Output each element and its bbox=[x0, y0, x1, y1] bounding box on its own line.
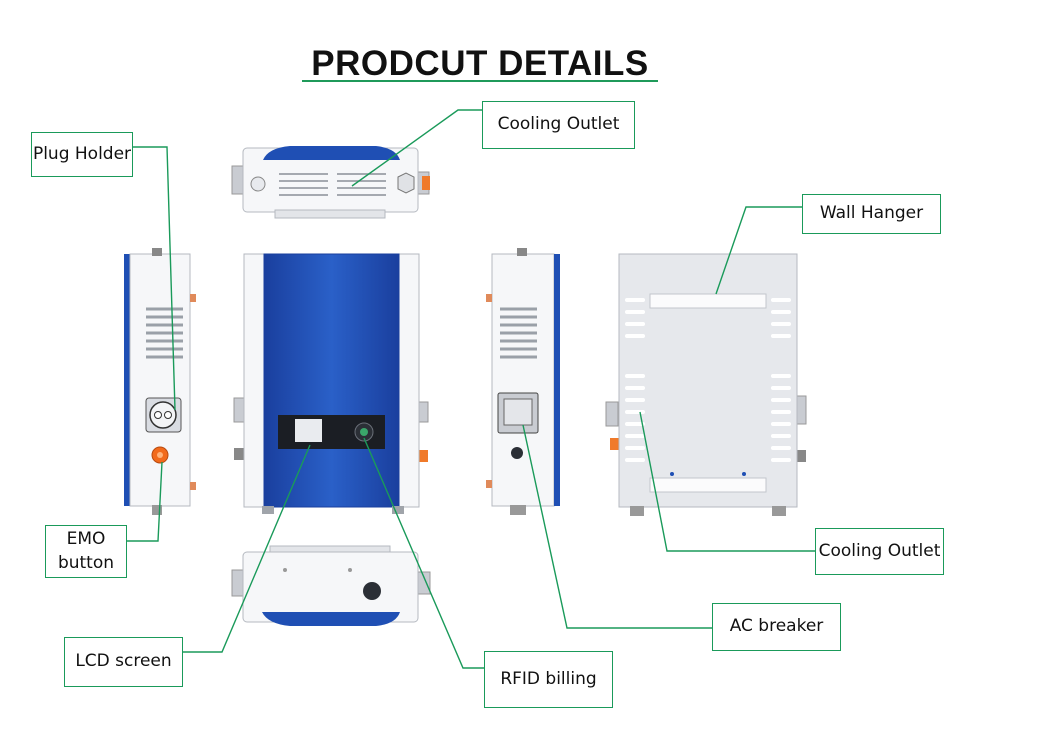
callout-rfid-billing: RFID billing bbox=[484, 651, 613, 708]
leader-wall-hanger bbox=[715, 206, 802, 295]
callout-ac-breaker: AC breaker bbox=[712, 603, 841, 651]
callout-rfid-billing-text: RFID billing bbox=[500, 668, 597, 689]
callout-lcd-screen: LCD screen bbox=[64, 637, 183, 687]
callout-cooling-outlet-right-text: Cooling Outlet bbox=[818, 540, 941, 561]
back-view bbox=[605, 253, 807, 516]
left-side-view bbox=[124, 248, 196, 515]
callout-wall-hanger-text: Wall Hanger bbox=[819, 203, 924, 224]
leader-cooling-outlet-right bbox=[639, 411, 816, 552]
right-side-view bbox=[486, 248, 560, 515]
callout-ac-breaker-text: AC breaker bbox=[729, 616, 824, 637]
callout-plug-holder: Plug Holder bbox=[31, 132, 133, 177]
leader-emo-button bbox=[127, 461, 163, 542]
leader-lines bbox=[127, 109, 816, 669]
leader-rfid-billing bbox=[363, 437, 485, 669]
callout-emo-button: EMO button bbox=[45, 525, 127, 578]
bottom-view bbox=[231, 545, 431, 626]
leader-plug-holder bbox=[132, 146, 176, 411]
front-view bbox=[233, 253, 429, 514]
callout-wall-hanger: Wall Hanger bbox=[802, 194, 941, 234]
leader-ac-breaker bbox=[522, 424, 712, 629]
callout-cooling-outlet-right: Cooling Outlet bbox=[815, 528, 944, 575]
callout-plug-holder-text: Plug Holder bbox=[32, 143, 132, 164]
leader-lcd-screen bbox=[183, 444, 311, 653]
leader-cooling-outlet-top bbox=[351, 109, 482, 187]
callout-cooling-outlet-top-text: Cooling Outlet bbox=[497, 114, 620, 135]
callout-cooling-outlet-top: Cooling Outlet bbox=[482, 101, 635, 149]
callout-emo-button-line1: EMO bbox=[66, 528, 106, 549]
top-view bbox=[231, 146, 430, 219]
page-title: PRODCUT DETAILS bbox=[311, 44, 649, 83]
callout-lcd-screen-text: LCD screen bbox=[75, 651, 172, 672]
title-underline bbox=[302, 80, 658, 82]
callout-emo-button-line2: button bbox=[57, 552, 115, 573]
